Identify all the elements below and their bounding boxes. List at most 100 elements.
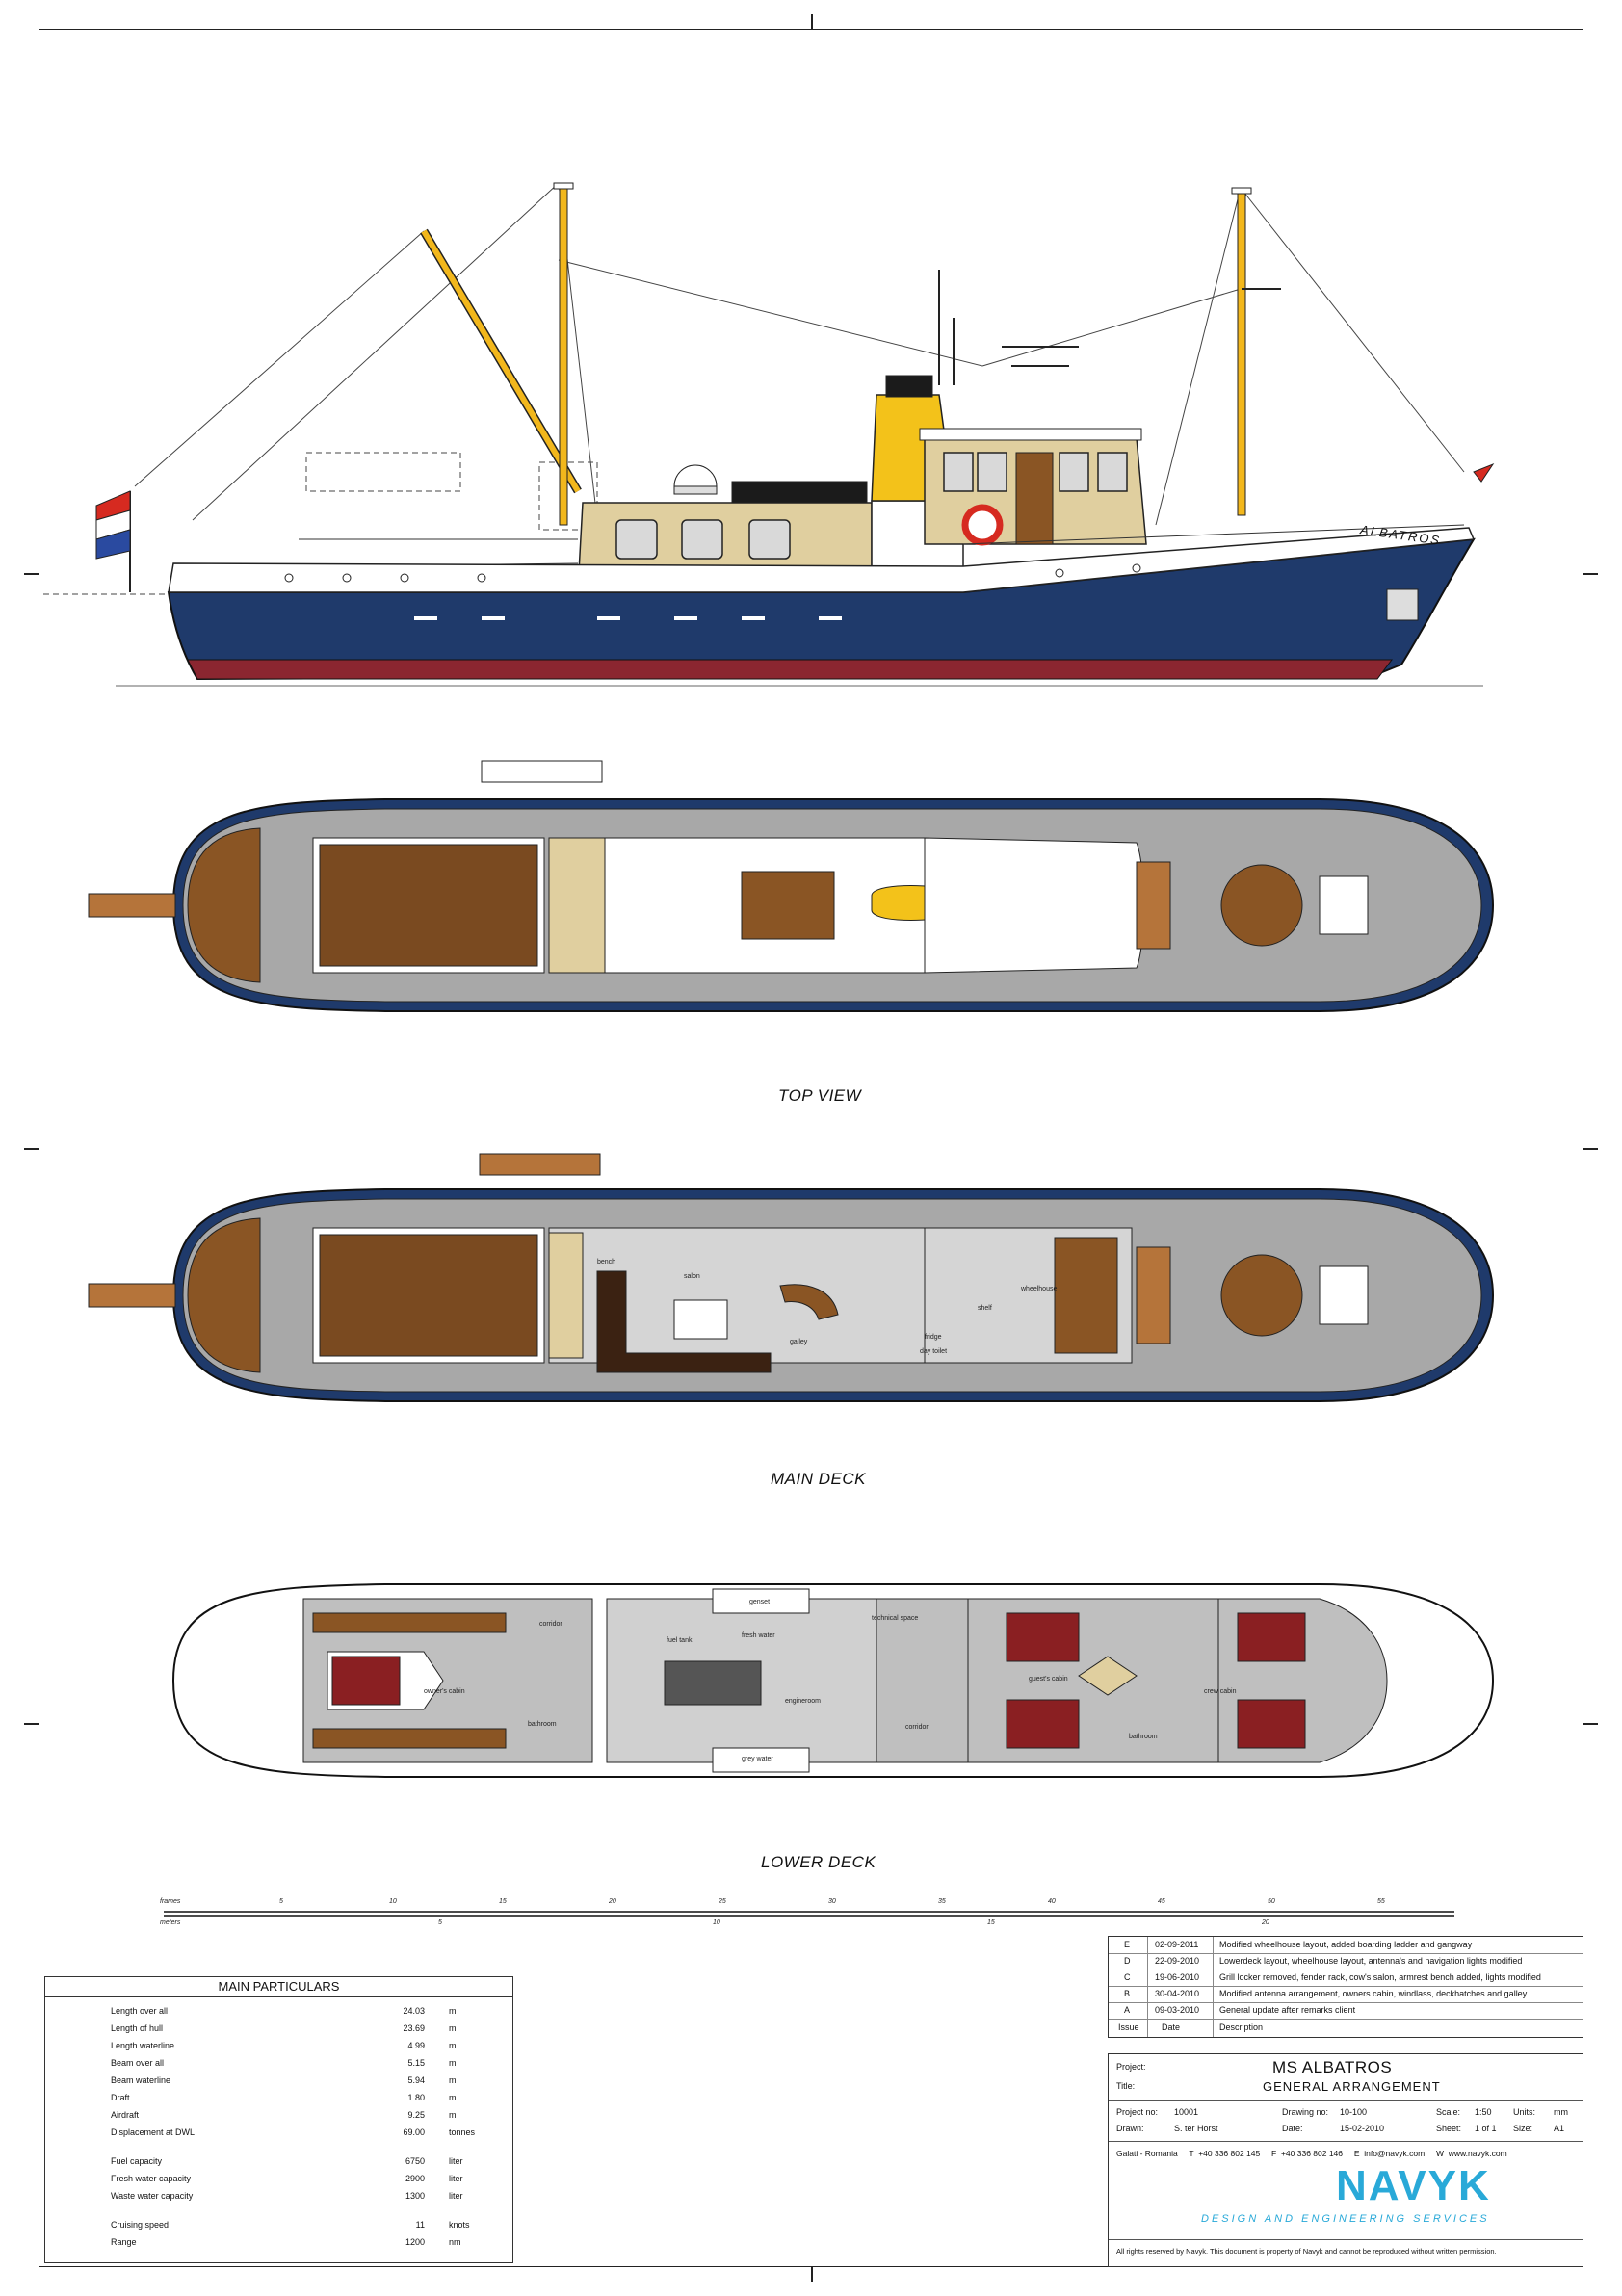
- particulars-title: MAIN PARTICULARS: [45, 1977, 512, 1997]
- particular-name: Length of hull: [111, 2023, 164, 2033]
- particular-unit: m: [449, 2006, 457, 2016]
- rev-issue: D: [1124, 1956, 1131, 1966]
- label-salon: salon: [684, 1273, 700, 1280]
- label-fuel-tank: fuel tank: [667, 1637, 693, 1644]
- label-wheelhouse: wheelhouse: [1020, 1286, 1057, 1292]
- particular-name: Displacement at DWL: [111, 2127, 196, 2137]
- rev-desc: Lowerdeck layout, wheelhouse layout, ant…: [1219, 1956, 1523, 1966]
- rev-date-header: Date: [1162, 2022, 1181, 2032]
- rev-issue-header: Issue: [1118, 2022, 1139, 2032]
- rev-date: 02-09-2011: [1155, 1940, 1199, 1949]
- frame-tick-label: 10: [389, 1898, 397, 1905]
- revision-header: Issue Date Description: [1109, 2020, 1583, 2036]
- particular-value: 24.03: [403, 2006, 425, 2016]
- date-value: 15-02-2010: [1340, 2124, 1385, 2133]
- particular-name: Beam over all: [111, 2058, 165, 2068]
- title-block: Project: MS ALBATROS Title: GENERAL ARRA…: [1108, 2053, 1583, 2267]
- project-name: MS ALBATROS: [1272, 2058, 1393, 2076]
- size-value: A1: [1554, 2124, 1565, 2133]
- units-label: Units:: [1513, 2107, 1536, 2117]
- lower-deck-drawing: corridor owner's cabin bathroom enginero…: [171, 1583, 1495, 1778]
- particular-value: 9.25: [407, 2110, 425, 2120]
- size-label: Size:: [1513, 2124, 1533, 2133]
- scale-value: 1:50: [1475, 2107, 1492, 2117]
- particular-value: 23.69: [403, 2023, 425, 2033]
- top-view-drawing: [88, 760, 1495, 1012]
- frame-tick-label: 25: [719, 1898, 726, 1905]
- rev-date: 09-03-2010: [1155, 2005, 1200, 2015]
- particular-unit: liter: [449, 2191, 463, 2201]
- particular-value: 11: [415, 2220, 425, 2230]
- contact-line: Galati - Romania T +40 336 802 145 F +40…: [1116, 2149, 1507, 2158]
- label-galley: galley: [790, 1339, 808, 1345]
- particular-unit: m: [449, 2093, 457, 2102]
- label-fresh-water: fresh water: [742, 1632, 775, 1639]
- drawing-frame: [39, 29, 1583, 2267]
- particular-value: 5.15: [407, 2058, 425, 2068]
- rev-issue: E: [1124, 1940, 1131, 1949]
- particular-name: Draft: [111, 2093, 130, 2102]
- label-technical-space: technical space: [872, 1615, 918, 1622]
- title-label: Title:: [1116, 2081, 1136, 2091]
- particular-name: Cruising speed: [111, 2220, 170, 2230]
- frame-tick-left-3: [24, 1723, 39, 1725]
- particular-unit: tonnes: [449, 2127, 476, 2137]
- main-deck-drawing: salon galley wheelhouse day toilet fridg…: [88, 1153, 1495, 1402]
- particular-unit: m: [449, 2110, 457, 2120]
- frame-tick-right-3: [1583, 1723, 1598, 1725]
- label-corridor-2: corridor: [905, 1724, 929, 1731]
- particular-value: 2900: [405, 2174, 425, 2183]
- frame-tick-label: 30: [828, 1898, 836, 1905]
- particular-row: Beam waterline 5.94 m: [45, 2075, 512, 2092]
- label-genset: genset: [749, 1599, 770, 1605]
- frame-tick-label: 5: [279, 1898, 283, 1905]
- rev-desc: Modified antenna arrangement, owners cab…: [1219, 1989, 1528, 1998]
- particular-unit: knots: [449, 2220, 470, 2230]
- label-bench: bench: [597, 1259, 615, 1265]
- label-bathroom: bathroom: [528, 1721, 557, 1728]
- particular-value: 69.00: [403, 2127, 425, 2137]
- particular-value: 1.80: [407, 2093, 425, 2102]
- scale-label: Scale:: [1436, 2107, 1461, 2117]
- frame-tick-right-1: [1583, 573, 1598, 575]
- scale-meters-label: meters: [160, 1919, 181, 1926]
- navyk-slogan: DESIGN AND ENGINEERING SERVICES: [1201, 2213, 1490, 2225]
- rev-issue: B: [1124, 1989, 1131, 1998]
- drawn-label: Drawn:: [1116, 2124, 1144, 2133]
- particular-unit: m: [449, 2075, 457, 2085]
- rev-desc: Modified wheelhouse layout, added boardi…: [1219, 1940, 1473, 1949]
- rev-desc-header: Description: [1219, 2022, 1264, 2032]
- particular-name: Beam waterline: [111, 2075, 171, 2085]
- scale-frames-label: frames: [160, 1898, 181, 1905]
- particular-row: Cruising speed 11 knots: [45, 2220, 512, 2236]
- frame-tick-bottom: [811, 2267, 813, 2282]
- label-shelf: shelf: [978, 1305, 992, 1312]
- label-crew-cabin: crew cabin: [1204, 1688, 1237, 1695]
- meter-tick-label: 10: [713, 1919, 720, 1926]
- particular-row: Draft 1.80 m: [45, 2093, 512, 2109]
- meter-tick-label: 15: [987, 1919, 995, 1926]
- frame-tick-label: 55: [1377, 1898, 1385, 1905]
- drawing-no-label: Drawing no:: [1282, 2107, 1329, 2117]
- drawn-by: S. ter Horst: [1174, 2124, 1218, 2133]
- meter-tick-label: 20: [1262, 1919, 1269, 1926]
- label-corridor: corridor: [539, 1621, 562, 1628]
- frame-tick-label: 15: [499, 1898, 507, 1905]
- project-no: 10001: [1174, 2107, 1199, 2117]
- sheet-value: 1 of 1: [1475, 2124, 1497, 2133]
- particular-value: 5.94: [407, 2075, 425, 2085]
- label-owners-cabin: owner's cabin: [424, 1688, 465, 1695]
- rev-issue: A: [1124, 2005, 1131, 2015]
- particular-value: 4.99: [407, 2041, 425, 2050]
- particular-value: 6750: [405, 2156, 425, 2166]
- revision-table: E 02-09-2011 Modified wheelhouse layout, a…: [1108, 1936, 1583, 2038]
- main-deck-label: MAIN DECK: [771, 1470, 866, 1488]
